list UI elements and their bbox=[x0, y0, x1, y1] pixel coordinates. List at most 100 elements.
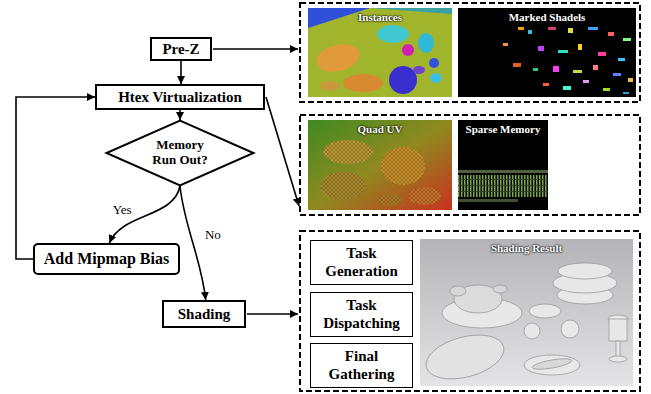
illustration-shape bbox=[529, 304, 561, 318]
illustration-shape bbox=[458, 120, 548, 210]
illustration-shape bbox=[573, 70, 582, 73]
illustration-shape bbox=[458, 8, 636, 97]
process-box: Htex Virtualization bbox=[95, 84, 265, 110]
illustration-shape bbox=[381, 147, 425, 185]
task-box: Task Dispatching bbox=[310, 292, 413, 337]
illustration-shape bbox=[458, 170, 548, 173]
marked-shadels-image bbox=[458, 8, 636, 97]
illustration-shape bbox=[533, 68, 538, 71]
illustration-shape bbox=[548, 27, 556, 30]
illustration-shape bbox=[429, 58, 439, 68]
illustration-shape bbox=[323, 140, 373, 164]
illustration-shape bbox=[421, 327, 509, 386]
dashed-panels bbox=[300, 3, 640, 391]
task-box: Final Gathering bbox=[310, 343, 413, 388]
illustration-shape bbox=[524, 323, 540, 339]
decision-diamond: Memory Run Out? bbox=[105, 120, 255, 186]
illustration-shape bbox=[418, 33, 434, 53]
illustration-shape bbox=[266, 97, 299, 206]
illustration-shape bbox=[609, 319, 627, 341]
node-label: Add Mipmap Bias bbox=[44, 250, 169, 268]
illustration-shape bbox=[553, 66, 559, 72]
illustration-shape bbox=[247, 313, 298, 315]
node-label: Htex Virtualization bbox=[118, 89, 242, 106]
image-label: Quad UV bbox=[358, 123, 403, 135]
image-panel: Sparse Memory bbox=[458, 120, 548, 210]
image-label: Sparse Memory bbox=[466, 123, 541, 135]
illustration-shape bbox=[323, 140, 373, 164]
illustration-shape bbox=[320, 81, 340, 91]
flow-arrow bbox=[180, 186, 206, 300]
node-label: Task Generation bbox=[317, 245, 407, 280]
illustration-shape bbox=[558, 50, 568, 53]
illustration-shape bbox=[321, 172, 365, 200]
flow-arrow bbox=[180, 61, 182, 84]
node-label: Final Gathering bbox=[317, 348, 407, 383]
illustration-shape bbox=[313, 40, 362, 77]
image-label: Marked Shadels bbox=[509, 11, 586, 23]
flow-arrow bbox=[109, 186, 180, 243]
diamond-shape bbox=[107, 121, 254, 186]
illustration-shape bbox=[518, 27, 524, 30]
illustration-shape bbox=[300, 3, 640, 102]
illustration-shape bbox=[603, 88, 610, 91]
illustration-shape bbox=[628, 78, 633, 82]
illustration-shape bbox=[608, 32, 614, 36]
illustration-shape bbox=[378, 194, 402, 206]
illustration-shape bbox=[378, 194, 402, 206]
illustration-shape bbox=[413, 66, 425, 74]
node-label: Task Dispatching bbox=[317, 297, 407, 332]
illustration-shape bbox=[578, 44, 582, 50]
node-label: Memory Run Out? bbox=[145, 138, 215, 168]
illustration-shape bbox=[558, 263, 612, 279]
illustration-shape bbox=[213, 48, 298, 50]
node-label: Shading bbox=[178, 306, 231, 323]
illustration-shape bbox=[377, 25, 409, 43]
illustration-shape bbox=[609, 356, 627, 362]
image-panel: Instances bbox=[308, 8, 452, 97]
illustration-shape bbox=[503, 43, 508, 46]
flow-arrow bbox=[179, 110, 181, 120]
edge-label: No bbox=[203, 227, 223, 243]
quad-uv-image bbox=[308, 120, 452, 210]
illustration-shape bbox=[568, 28, 573, 33]
illustration-shape bbox=[308, 8, 452, 97]
sparse-memory-image bbox=[458, 120, 548, 210]
illustration-shape bbox=[458, 175, 548, 197]
illustration-shape bbox=[513, 63, 521, 67]
illustration-shape bbox=[300, 115, 640, 215]
edge-label: Yes bbox=[111, 202, 134, 218]
illustration-shape bbox=[430, 73, 442, 83]
process-box: Shading bbox=[162, 300, 246, 328]
illustration-shape bbox=[493, 285, 507, 293]
image-panel: Marked Shadels bbox=[458, 8, 636, 97]
illustration-shape bbox=[528, 30, 532, 34]
illustration-shape bbox=[593, 65, 598, 70]
process-box: Pre-Z bbox=[150, 37, 212, 61]
illustration-shape bbox=[458, 199, 518, 202]
illustration-shape bbox=[421, 263, 628, 387]
image-label: Shading Result bbox=[491, 242, 562, 254]
illustration-shape bbox=[538, 46, 544, 51]
illustration-shape bbox=[389, 66, 417, 94]
task-box: Task Generation bbox=[310, 240, 413, 285]
illustration-shape bbox=[321, 172, 365, 200]
illustration-shape bbox=[623, 92, 629, 94]
image-label: Instances bbox=[358, 11, 402, 23]
illustration-shape bbox=[613, 73, 621, 76]
illustration-shape bbox=[618, 58, 625, 61]
process-box: Add Mipmap Bias bbox=[33, 243, 180, 275]
image-panel: Quad UV bbox=[308, 120, 452, 210]
illustration-shape bbox=[583, 80, 589, 83]
illustration-shape bbox=[524, 355, 580, 375]
illustration-shape bbox=[543, 83, 549, 86]
illustration-shape bbox=[343, 74, 383, 92]
node-label: Pre-Z bbox=[162, 41, 199, 58]
illustration-shape bbox=[381, 147, 425, 185]
illustration-shape bbox=[402, 44, 414, 56]
illustration-shape bbox=[616, 341, 620, 357]
image-panel: Shading Result bbox=[420, 239, 633, 386]
illustration-shape bbox=[308, 120, 452, 210]
illustration-shape bbox=[563, 86, 571, 90]
illustration-shape bbox=[409, 187, 441, 205]
